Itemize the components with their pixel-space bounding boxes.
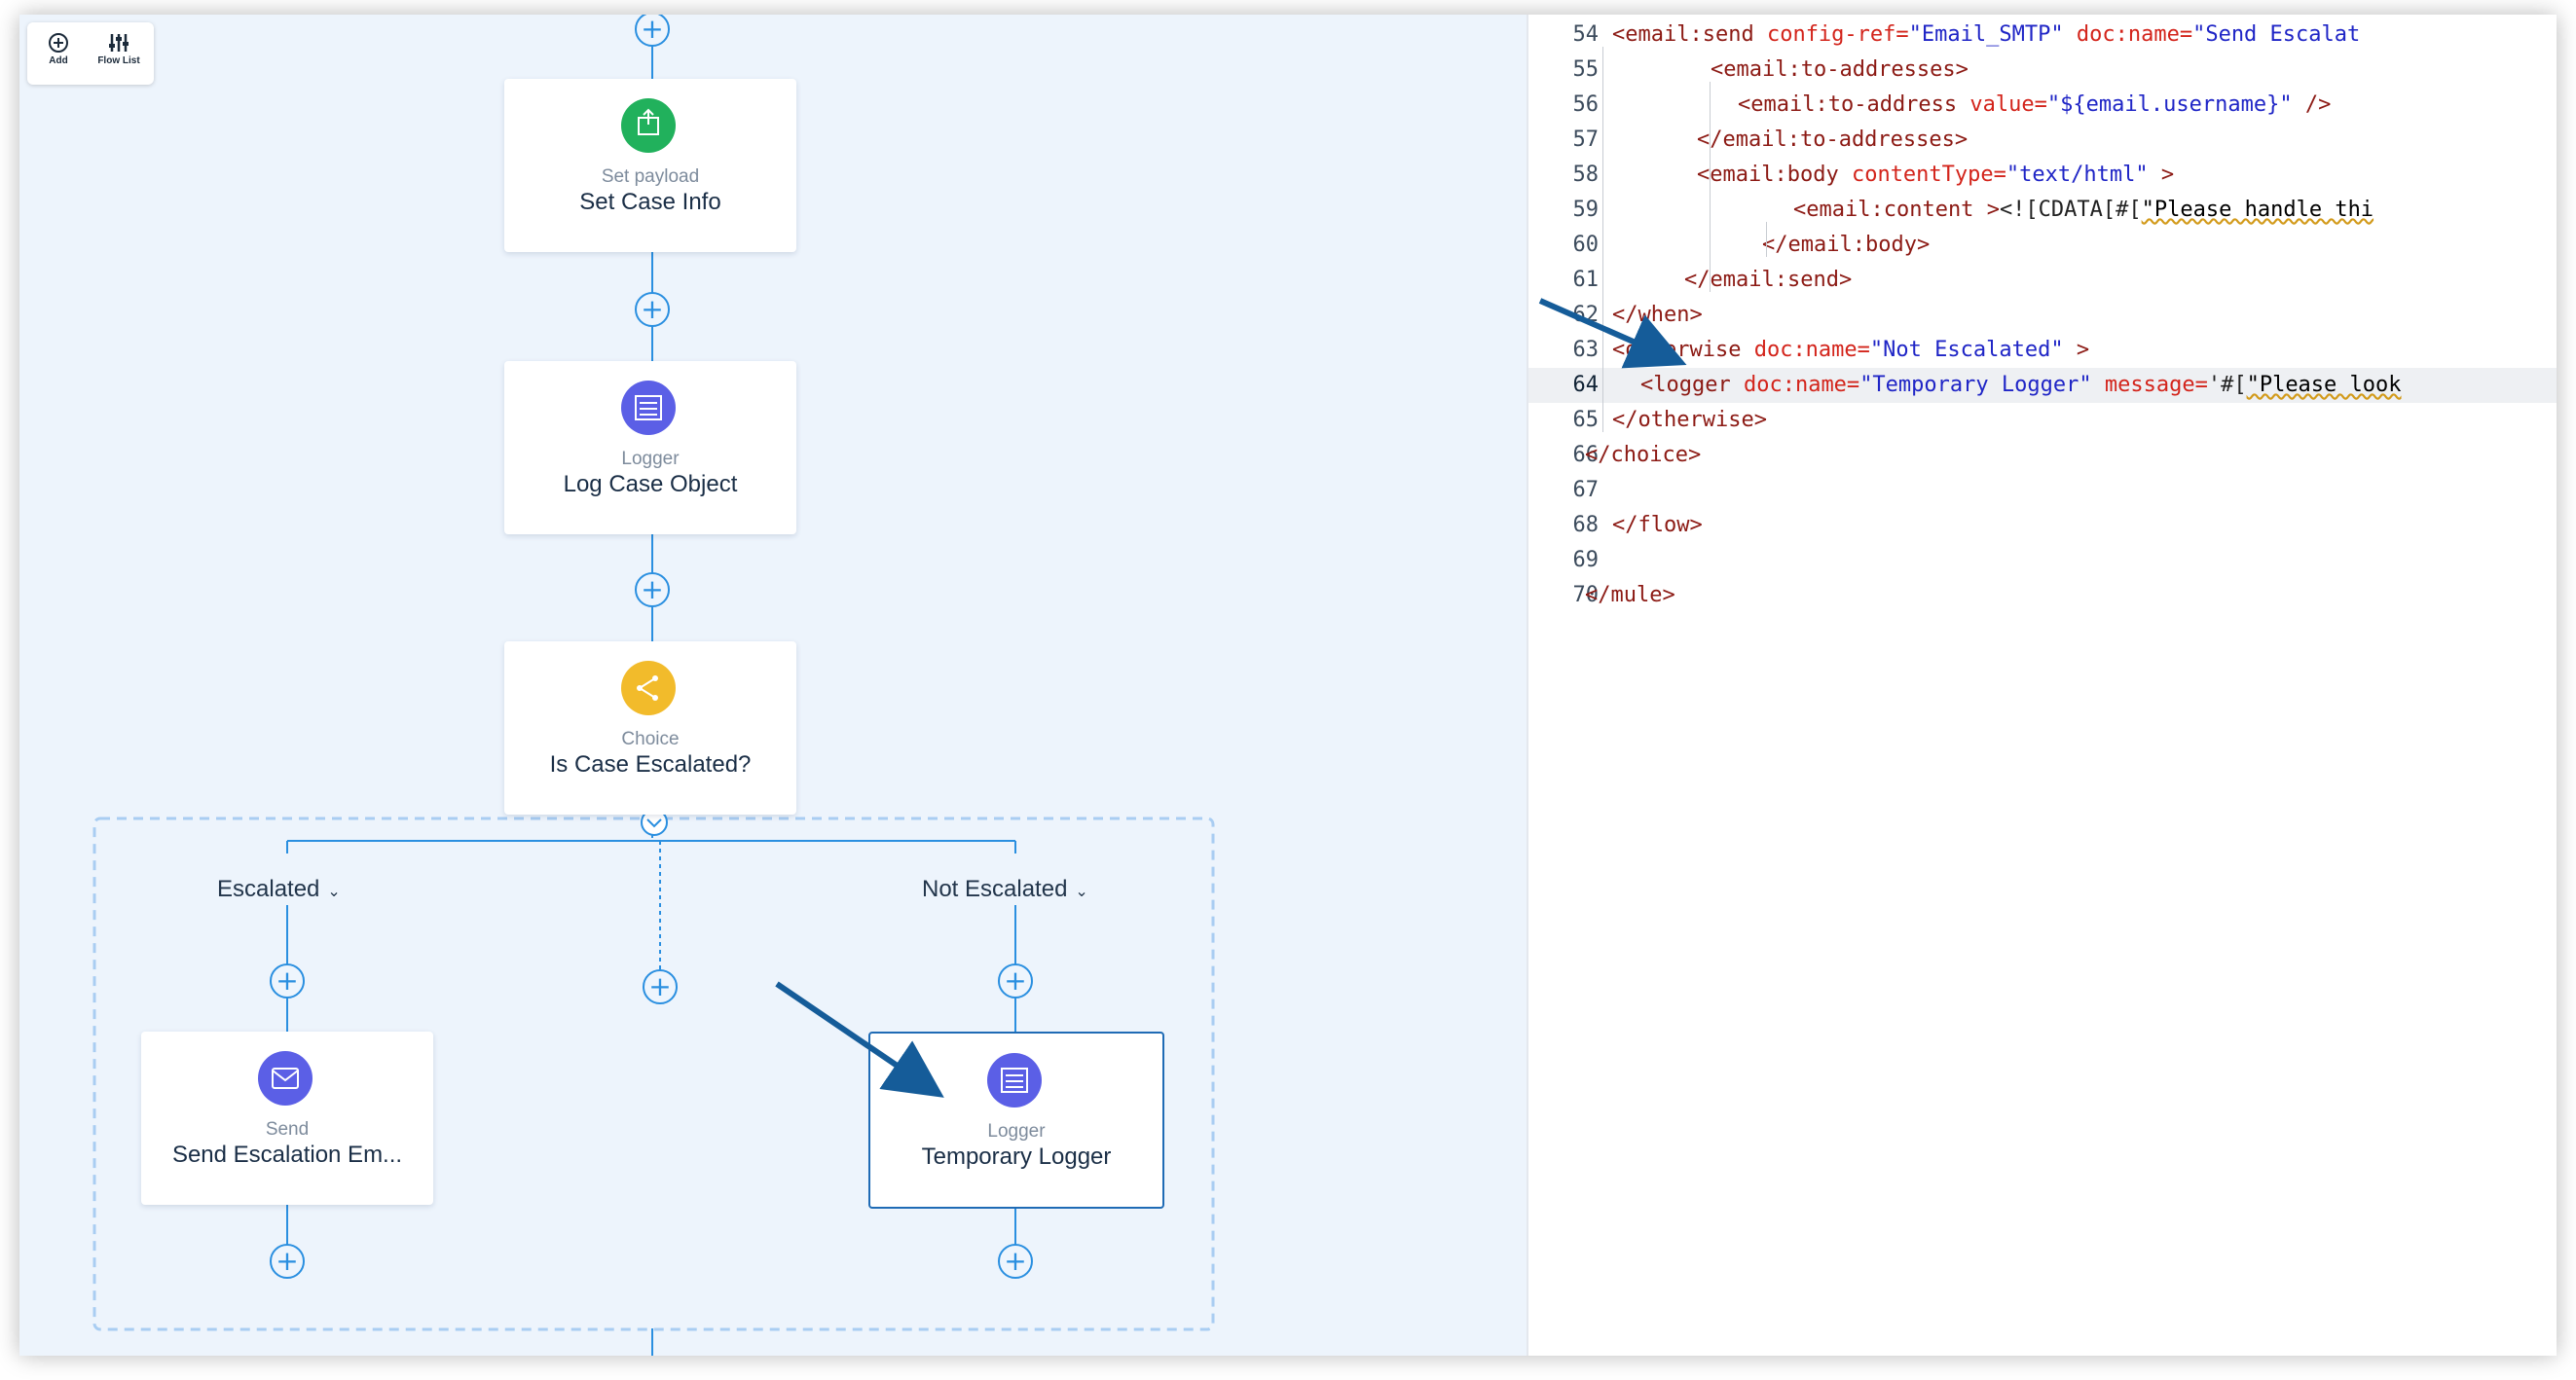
log-case-object-card[interactable]: Logger Log Case Object xyxy=(504,361,796,534)
line-number: 55 xyxy=(1572,57,1600,82)
code-line[interactable]: 54 <email:send config-ref="Email_SMTP" do… xyxy=(1528,18,2557,53)
branch-escalated[interactable]: Escalated ⌄ xyxy=(217,876,341,903)
node-name-label: Temporary Logger xyxy=(921,1144,1112,1170)
add-step-button[interactable]: + xyxy=(270,963,305,999)
node-name-label: Set Case Info xyxy=(579,189,721,215)
code-text: <email:send config-ref="Email_SMTP" doc:… xyxy=(1612,22,2361,47)
code-line[interactable]: 55 <email:to-addresses> xyxy=(1528,53,2557,88)
node-type-label: Send xyxy=(265,1119,310,1140)
temporary-logger-card[interactable]: Logger Temporary Logger xyxy=(868,1032,1164,1209)
xml-code-editor[interactable]: 54 <email:send config-ref="Email_SMTP" do… xyxy=(1527,15,2557,1356)
add-step-button[interactable]: + xyxy=(998,1244,1033,1279)
code-line[interactable]: 60 </email:body> xyxy=(1528,228,2557,263)
line-number: 59 xyxy=(1572,198,1600,222)
line-number: 67 xyxy=(1572,478,1600,502)
add-step-button[interactable]: + xyxy=(998,963,1033,999)
node-type-label: Set payload xyxy=(601,166,700,187)
code-line[interactable]: 58 <email:body contentType="text/html" > xyxy=(1528,158,2557,193)
add-button[interactable]: Add xyxy=(31,30,86,79)
line-number: 68 xyxy=(1572,513,1600,537)
branch-icon xyxy=(621,661,676,715)
flow-list-label: Flow List xyxy=(97,55,140,66)
add-label: Add xyxy=(49,55,68,66)
code-text: </flow> xyxy=(1612,513,1703,537)
logger-icon xyxy=(987,1053,1042,1108)
code-line[interactable]: 68 </flow> xyxy=(1528,508,2557,543)
node-type-label: Choice xyxy=(621,729,680,749)
payload-icon xyxy=(621,98,676,153)
code-line[interactable]: 57 </email:to-addresses> xyxy=(1528,123,2557,158)
send-email-card[interactable]: Send Send Escalation Em... xyxy=(141,1032,433,1205)
code-line[interactable]: 64 <logger doc:name="Temporary Logger" me… xyxy=(1528,368,2557,403)
annotation-arrow-icon xyxy=(775,981,944,1098)
code-text: </email:body> xyxy=(1762,233,1931,257)
code-line[interactable]: 59 <email:content ><![CDATA[#["Please han… xyxy=(1528,193,2557,228)
sliders-icon xyxy=(92,30,146,55)
node-type-label: Logger xyxy=(987,1121,1046,1142)
chevron-down-icon: ⌄ xyxy=(327,884,341,900)
flow-connectors xyxy=(92,15,1215,1356)
plus-circle-icon xyxy=(31,30,86,55)
add-branch-button[interactable]: + xyxy=(643,969,678,1004)
code-text: <email:to-address value="${email.usernam… xyxy=(1738,92,2332,117)
code-line[interactable]: 70</mule> xyxy=(1528,578,2557,613)
code-text: <email:body contentType="text/html" > xyxy=(1697,163,2175,187)
node-name-label: Log Case Object xyxy=(563,471,738,497)
code-line[interactable]: 65 </otherwise> xyxy=(1528,403,2557,438)
line-number: 64 xyxy=(1572,373,1600,397)
indent-guide xyxy=(1710,82,1711,292)
chevron-down-icon: ⌄ xyxy=(1075,884,1088,900)
line-number: 69 xyxy=(1572,548,1600,572)
annotation-arrow-icon xyxy=(1538,298,1687,369)
code-line[interactable]: 69 xyxy=(1528,543,2557,578)
line-number: 58 xyxy=(1572,163,1600,187)
app-window: Add Flow List + + + + + + + + Set payloa… xyxy=(19,15,2557,1356)
node-type-label: Logger xyxy=(621,449,680,469)
code-text: </email:to-addresses> xyxy=(1697,127,1969,152)
code-text: <email:content ><![CDATA[#["Please handl… xyxy=(1793,198,2374,222)
code-text: </email:send> xyxy=(1684,268,1853,292)
canvas-toolbar: Add Flow List xyxy=(27,22,154,85)
branch-not-escalated[interactable]: Not Escalated ⌄ xyxy=(922,876,1088,903)
logger-icon xyxy=(621,381,676,435)
line-number: 63 xyxy=(1572,338,1600,362)
line-number: 54 xyxy=(1572,22,1600,47)
code-text: <logger doc:name="Temporary Logger" mess… xyxy=(1640,373,2402,397)
line-number: 56 xyxy=(1572,92,1600,117)
add-step-button[interactable]: + xyxy=(270,1244,305,1279)
node-name-label: Is Case Escalated? xyxy=(549,751,752,778)
add-step-button[interactable]: + xyxy=(635,572,670,607)
flow-canvas[interactable]: Add Flow List + + + + + + + + Set payloa… xyxy=(19,15,1527,1356)
add-step-button[interactable]: + xyxy=(635,15,670,47)
code-text: </choice> xyxy=(1585,443,1702,467)
code-text: </mule> xyxy=(1585,583,1675,607)
branch-label: Not Escalated xyxy=(922,876,1068,902)
flow-list-button[interactable]: Flow List xyxy=(92,30,146,79)
indent-guide xyxy=(1602,47,1603,432)
branch-label: Escalated xyxy=(217,876,320,902)
code-line[interactable]: 56 <email:to-address value="${email.usern… xyxy=(1528,88,2557,123)
line-number: 65 xyxy=(1572,408,1600,432)
code-text: </otherwise> xyxy=(1612,408,1767,432)
line-number: 61 xyxy=(1572,268,1600,292)
code-line[interactable]: 66</choice> xyxy=(1528,438,2557,473)
code-line[interactable]: 61 </email:send> xyxy=(1528,263,2557,298)
choice-card[interactable]: Choice Is Case Escalated? xyxy=(504,641,796,815)
indent-guide xyxy=(1766,222,1767,257)
add-step-button[interactable]: + xyxy=(635,292,670,327)
set-payload-card[interactable]: Set payload Set Case Info xyxy=(504,79,796,252)
node-name-label: Send Escalation Em... xyxy=(171,1142,403,1168)
line-number: 66 xyxy=(1572,443,1600,467)
code-text: <email:to-addresses> xyxy=(1711,57,1969,82)
line-number: 70 xyxy=(1572,583,1600,607)
line-number: 57 xyxy=(1572,127,1600,152)
line-number: 60 xyxy=(1572,233,1600,257)
mail-icon xyxy=(258,1051,313,1106)
code-line[interactable]: 67 xyxy=(1528,473,2557,508)
